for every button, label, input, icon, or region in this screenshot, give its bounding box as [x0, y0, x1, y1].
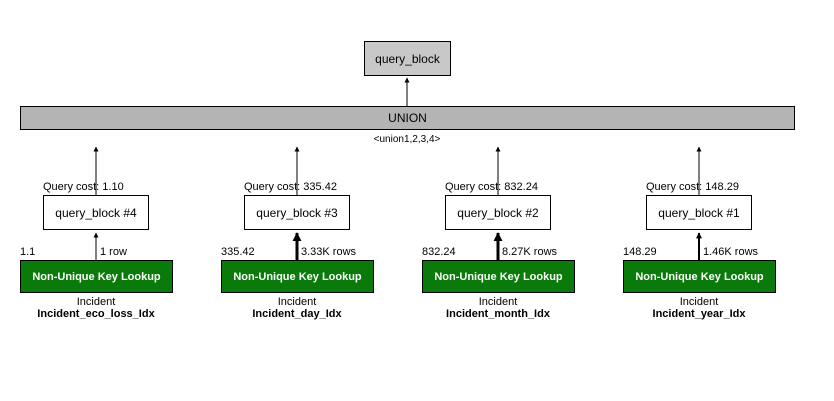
rows-label: 8.27K rows [502, 246, 558, 258]
query-block-label: query_block #3 [256, 205, 338, 220]
table-name: Incident [76, 296, 116, 308]
query-block-label: query_block #1 [658, 205, 740, 220]
query-block-node[interactable]: query_block #3 [244, 195, 350, 230]
cost-value: 148.29 [623, 246, 657, 258]
index-name: Incident_month_Idx [446, 308, 550, 320]
union-node[interactable]: UNION [20, 106, 795, 130]
rows-label: 1 row [100, 246, 127, 258]
table-name: Incident [478, 296, 518, 308]
table-name: Incident [679, 296, 719, 308]
query-block-node[interactable]: query_block #4 [43, 195, 149, 230]
query-cost-label: Query cost: 1.10 [43, 181, 124, 193]
query-block-node[interactable]: query_block #2 [445, 195, 551, 230]
union-label: UNION [388, 111, 427, 125]
cost-value: 335.42 [221, 246, 255, 258]
rows-label: 1.46K rows [703, 246, 759, 258]
query-block-node[interactable]: query_block #1 [646, 195, 752, 230]
key-lookup-node[interactable]: Non-Unique Key Lookup [20, 260, 173, 293]
key-lookup-label: Non-Unique Key Lookup [635, 270, 764, 283]
key-lookup-label: Non-Unique Key Lookup [434, 270, 563, 283]
cost-value: 1.1 [20, 246, 36, 258]
union-caption: <union1,2,3,4> [373, 134, 441, 145]
top-query-block[interactable]: query_block [364, 41, 451, 76]
query-block-label: query_block #2 [457, 205, 539, 220]
query-block-label: query_block #4 [55, 205, 137, 220]
cost-value: 832.24 [422, 246, 456, 258]
rows-label: 3.33K rows [301, 246, 357, 258]
query-cost-label: Query cost: 335.42 [244, 181, 337, 193]
top-query-block-label: query_block [375, 51, 440, 66]
table-name: Incident [277, 296, 317, 308]
query-cost-label: Query cost: 148.29 [646, 181, 739, 193]
key-lookup-node[interactable]: Non-Unique Key Lookup [422, 260, 575, 293]
key-lookup-label: Non-Unique Key Lookup [233, 270, 362, 283]
query-cost-label: Query cost: 832.24 [445, 181, 538, 193]
key-lookup-node[interactable]: Non-Unique Key Lookup [221, 260, 374, 293]
index-name: Incident_year_Idx [652, 308, 746, 320]
key-lookup-label: Non-Unique Key Lookup [32, 270, 161, 283]
key-lookup-node[interactable]: Non-Unique Key Lookup [623, 260, 776, 293]
index-name: Incident_eco_loss_Idx [37, 308, 155, 320]
index-name: Incident_day_Idx [252, 308, 342, 320]
